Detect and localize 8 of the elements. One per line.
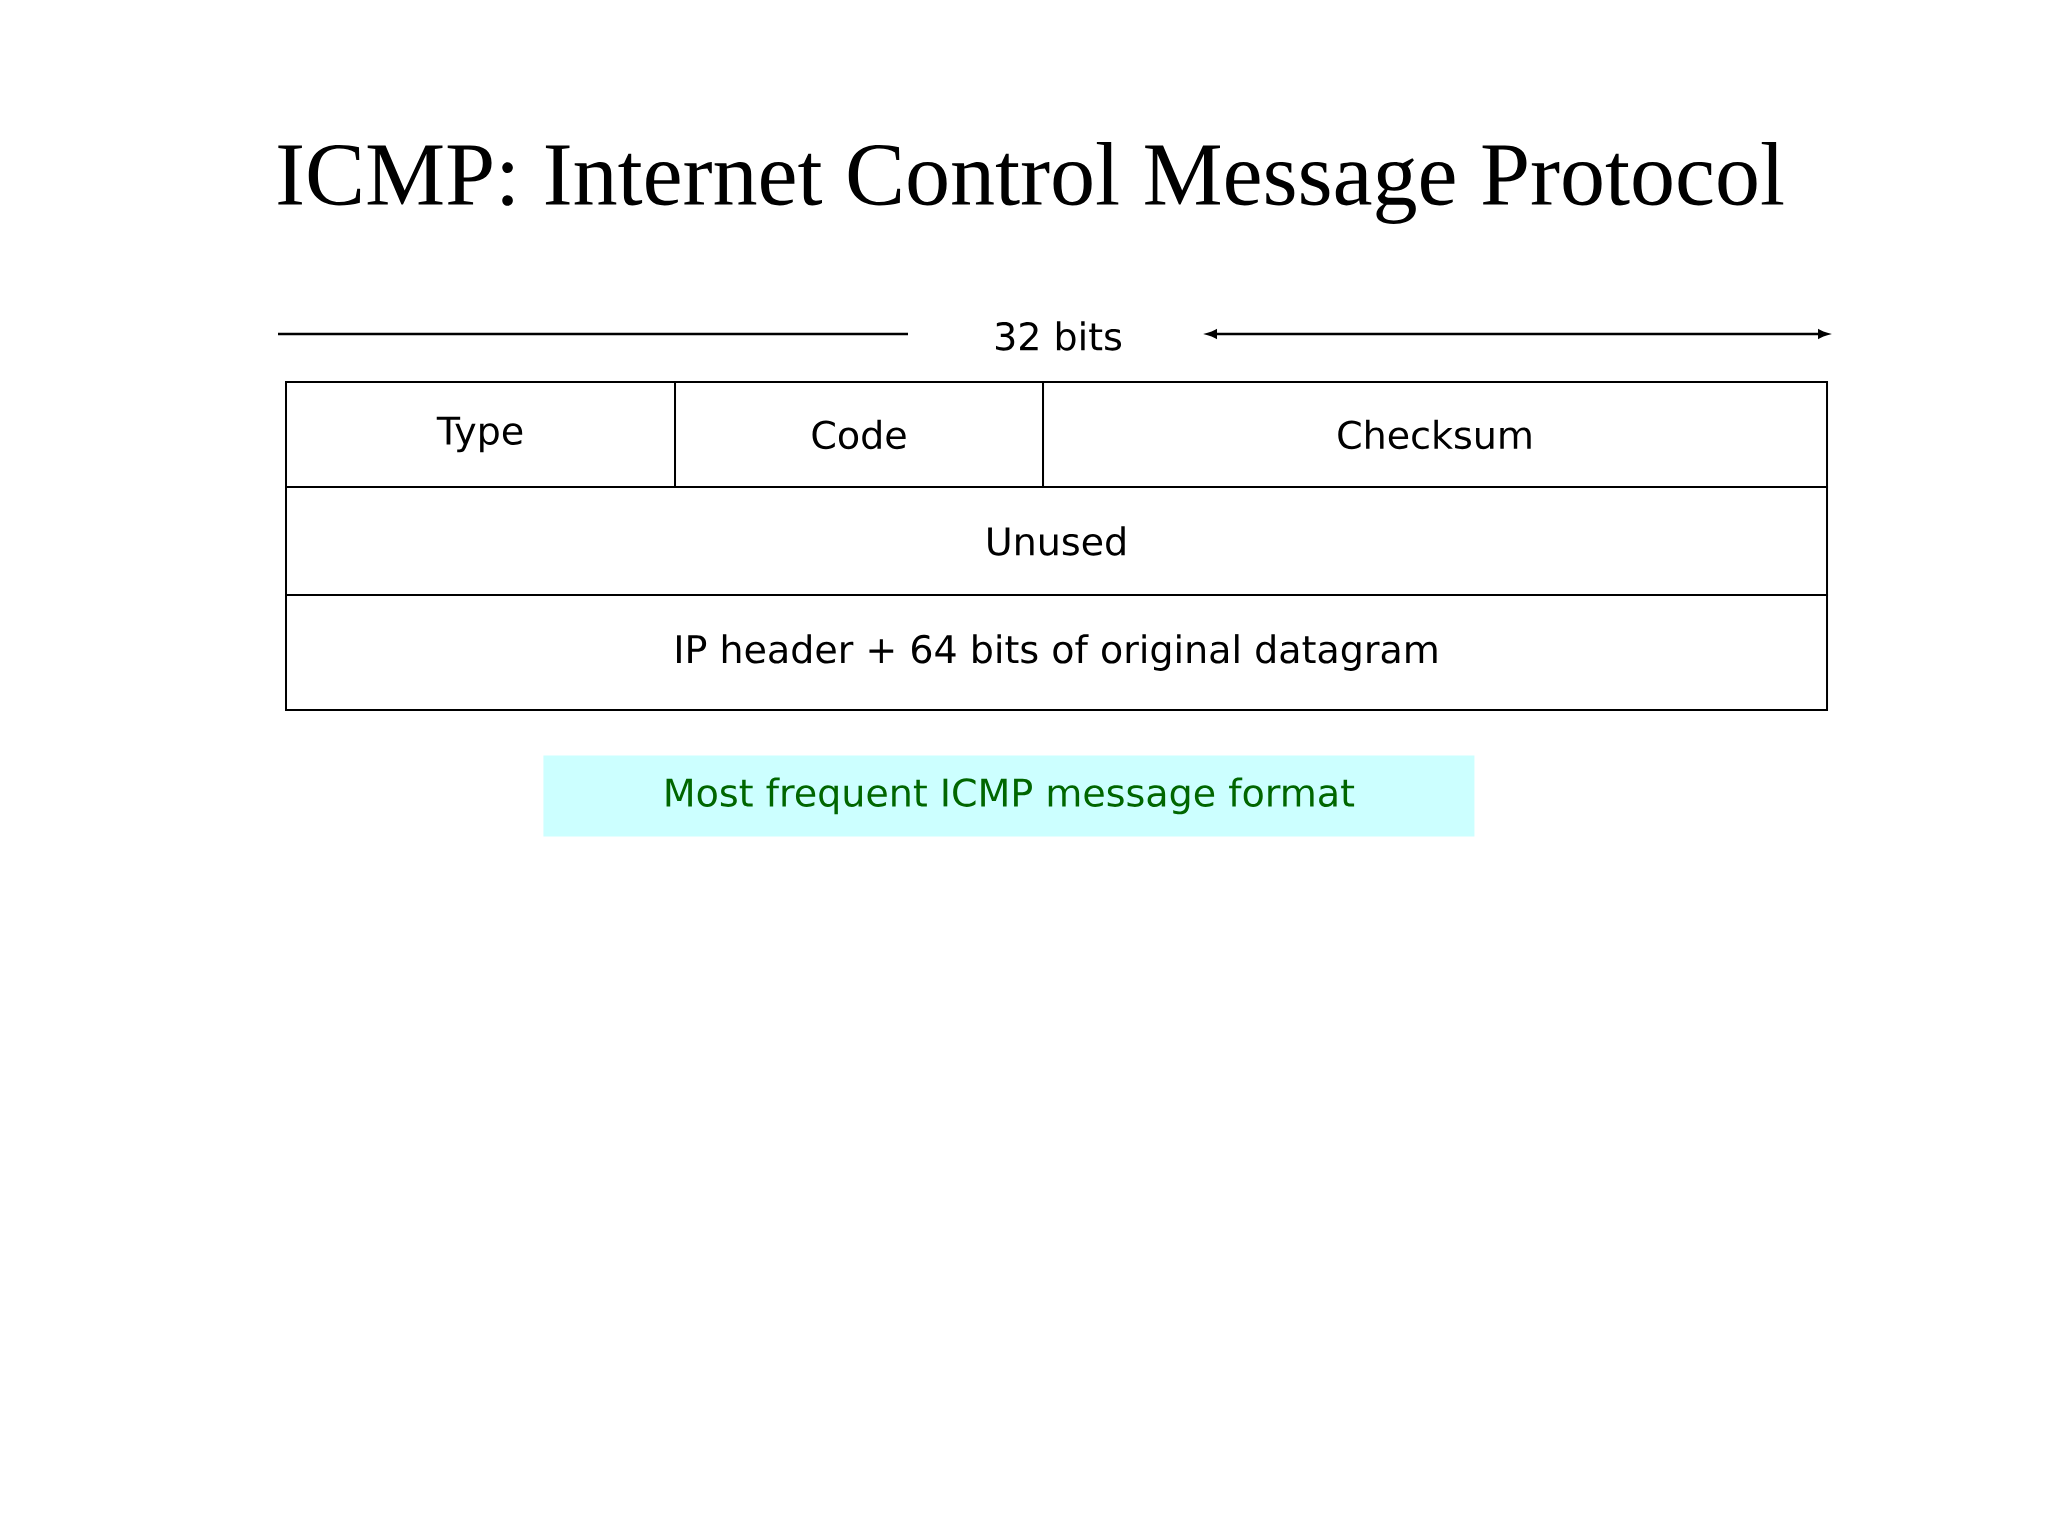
title: ICMP: Internet Control Message Protocol (278, 142, 1784, 224)
field-cell: Unused (285, 486, 1829, 596)
field-cell: IP header + 64 bits of original datagram (285, 594, 1829, 711)
field-cell: Checksum (1042, 381, 1829, 488)
caption-box: Most frequent ICMP message format (543, 755, 1475, 837)
field-cell: Code (674, 381, 1044, 488)
dimension-label: 32 bits (996, 321, 1122, 351)
field-cell: Type (285, 381, 676, 488)
